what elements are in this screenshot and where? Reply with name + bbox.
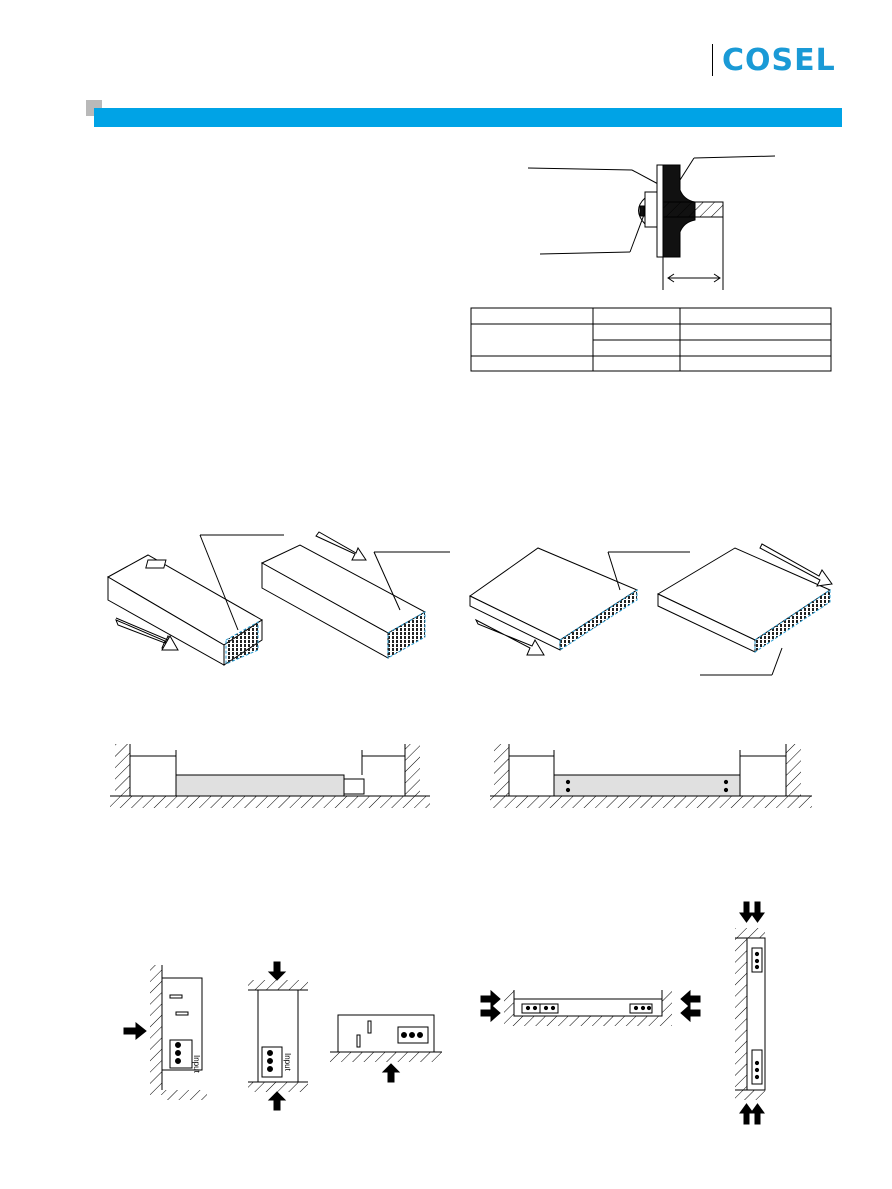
orientation-vertical: Input (248, 961, 308, 1111)
screw-head (644, 191, 658, 228)
leader-line (679, 157, 695, 181)
orientation-horizontal-long (480, 989, 701, 1026)
screw-body (662, 201, 724, 218)
clearance-diagram-left (110, 744, 430, 808)
screw-cap (638, 197, 646, 225)
orientation-wall-mount: Input (123, 965, 207, 1100)
leader-line (631, 169, 661, 186)
dimension-arrow (667, 273, 675, 283)
screw-slot (639, 205, 645, 217)
screw-mounting-diagram (527, 155, 776, 290)
leader-line (539, 251, 631, 255)
logo-divider (712, 44, 713, 76)
psu-airflow-right (145, 531, 450, 659)
input-label-2: Input (283, 1053, 292, 1072)
mounting-table (470, 307, 832, 372)
section-header-bar (94, 108, 842, 127)
chassis-plate (656, 164, 664, 258)
psu-airflow-third (469, 547, 690, 656)
leader-line (693, 155, 776, 159)
clearance-diagram-right (490, 744, 812, 808)
cosel-logo: COSEL (722, 43, 836, 78)
orientation-vertical-tall (735, 901, 766, 1125)
psu-airflow-left (106, 534, 284, 666)
leader-line (629, 211, 646, 253)
leader-line (527, 167, 633, 171)
input-label: Input (192, 1055, 201, 1074)
dimension-arrow (713, 273, 721, 283)
psu-airflow-fourth (656, 543, 833, 676)
orientation-flat (330, 1014, 442, 1083)
